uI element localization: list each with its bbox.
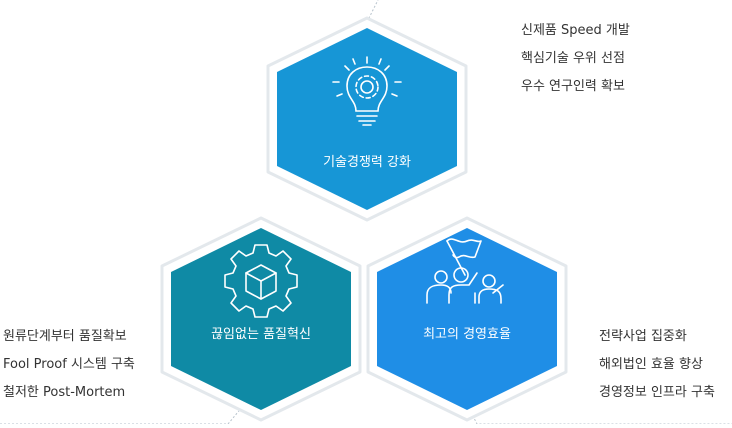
list-item: 해외법인 효율 향상 bbox=[599, 357, 703, 372]
list-item: 원류단계부터 품질확보 bbox=[3, 329, 127, 344]
lightbulb-gear-icon bbox=[332, 56, 402, 126]
management-goals-list: 전략사업 집중화 해외법인 효율 향상 경영정보 인프라 구축 bbox=[599, 323, 715, 407]
hexagon-tech-fill bbox=[277, 28, 457, 210]
list-item: Fool Proof 시스템 구축 bbox=[3, 357, 135, 372]
hexagon-management-label: 최고의 경영효율 bbox=[423, 327, 511, 342]
list-item: 전략사업 집중화 bbox=[599, 329, 687, 344]
list-item: 우수 연구인력 확보 bbox=[521, 79, 625, 94]
list-item: 철저한 Post-Mortem bbox=[3, 385, 126, 400]
hexagon-quality-label: 끊임없는 품질혁신 bbox=[211, 327, 311, 342]
hexagon-tech: 기술경쟁력 강화 bbox=[266, 16, 468, 222]
hexagon-tech-label: 기술경쟁력 강화 bbox=[323, 155, 411, 170]
hexagon-management-fill bbox=[377, 228, 557, 410]
list-item: 핵심기술 우위 선점 bbox=[521, 51, 625, 66]
hexagon-quality: 끊임없는 품질혁신 bbox=[160, 216, 362, 422]
team-flag-icon bbox=[426, 238, 504, 304]
list-item: 경영정보 인프라 구축 bbox=[599, 385, 715, 400]
list-item: 신제품 Speed 개발 bbox=[521, 23, 630, 38]
gear-cube-icon bbox=[224, 244, 298, 318]
connector-left bbox=[0, 405, 244, 425]
hexagon-quality-fill bbox=[171, 228, 351, 410]
tech-goals-list: 신제품 Speed 개발 핵심기술 우위 선점 우수 연구인력 확보 bbox=[521, 17, 630, 101]
hexagon-management: 최고의 경영효율 bbox=[366, 216, 568, 422]
quality-goals-list: 원류단계부터 품질확보 Fool Proof 시스템 구축 철저한 Post-M… bbox=[3, 323, 135, 407]
